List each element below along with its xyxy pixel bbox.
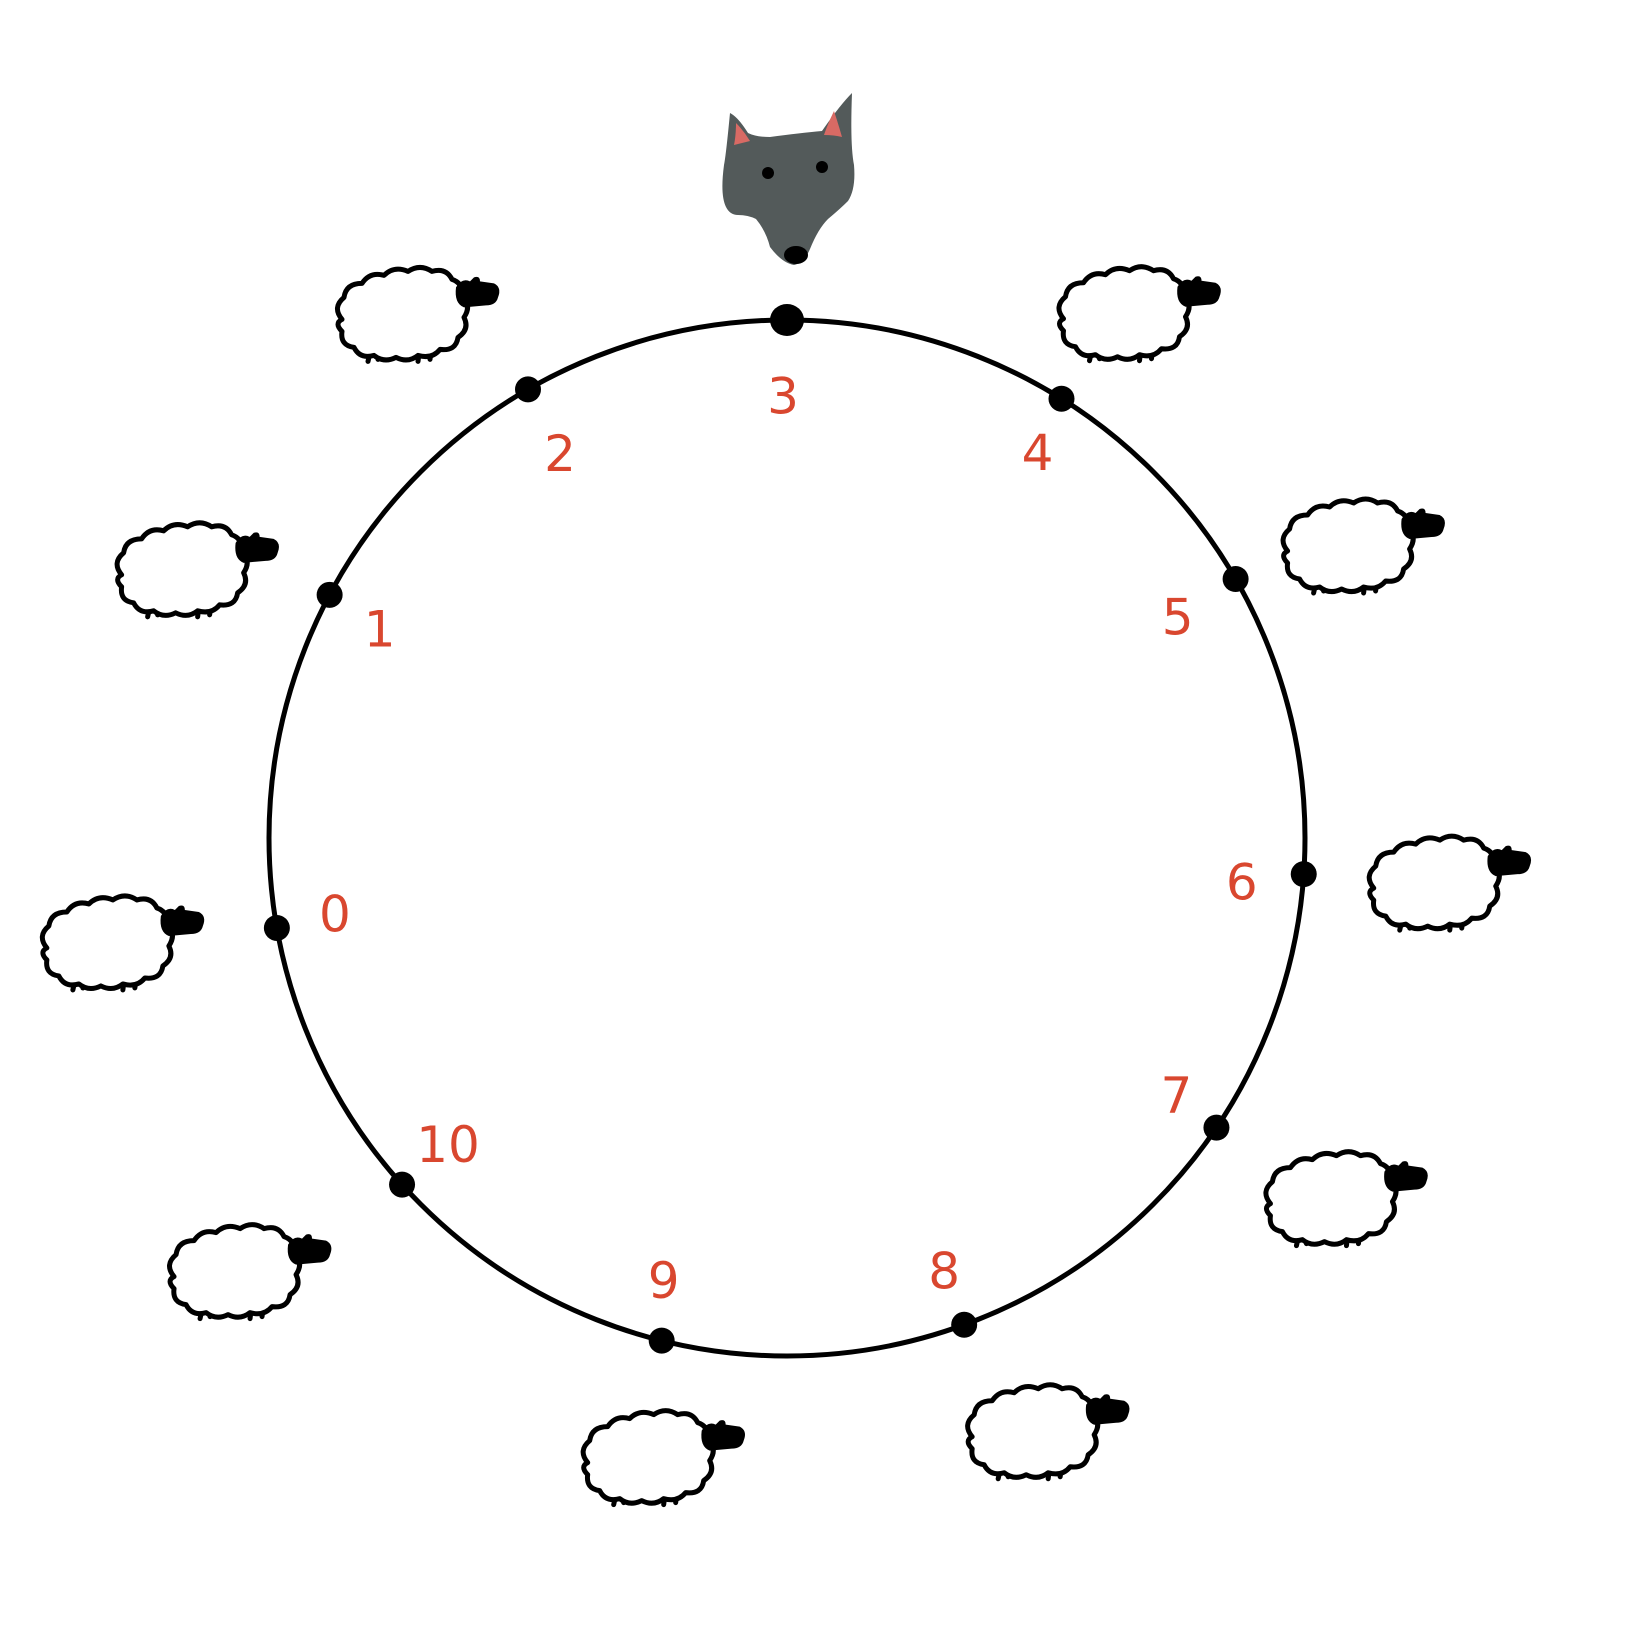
position-dot-6 xyxy=(1290,861,1317,888)
position-label-5: 5 xyxy=(1162,589,1194,647)
position-label-0: 0 xyxy=(319,885,351,943)
position-dot-5 xyxy=(1222,566,1249,592)
sheep-icon xyxy=(117,523,279,617)
position-label-7: 7 xyxy=(1161,1067,1193,1125)
sheep-icon xyxy=(1266,1152,1428,1246)
position-dot-3 xyxy=(770,304,804,336)
sheep-icon xyxy=(968,1385,1130,1479)
sheep-icon xyxy=(1369,836,1531,930)
position-dot-7 xyxy=(1203,1114,1230,1141)
sheep-icon xyxy=(170,1225,332,1319)
position-label-9: 9 xyxy=(648,1252,680,1310)
position-label-10: 10 xyxy=(416,1116,480,1174)
position-dot-2 xyxy=(515,376,541,403)
position-label-4: 4 xyxy=(1022,424,1054,482)
position-label-3: 3 xyxy=(767,368,799,426)
sheep-icon xyxy=(337,267,499,361)
sheep-icon xyxy=(42,896,204,990)
position-dot-0 xyxy=(263,914,290,941)
position-label-6: 6 xyxy=(1226,854,1258,912)
position-dot-8 xyxy=(951,1311,978,1338)
position-dot-9 xyxy=(648,1327,675,1354)
sheep-icon xyxy=(1283,499,1445,593)
position-dot-1 xyxy=(316,581,343,608)
position-label-2: 2 xyxy=(544,425,576,483)
position-dot-10 xyxy=(389,1171,416,1198)
sheep-icon xyxy=(583,1411,745,1505)
wolf-head-icon xyxy=(722,93,855,265)
position-ring xyxy=(266,317,1308,1359)
sheep-icon xyxy=(1059,267,1221,361)
position-dot-4 xyxy=(1048,385,1075,412)
position-label-1: 1 xyxy=(364,600,396,658)
position-label-8: 8 xyxy=(928,1242,960,1300)
